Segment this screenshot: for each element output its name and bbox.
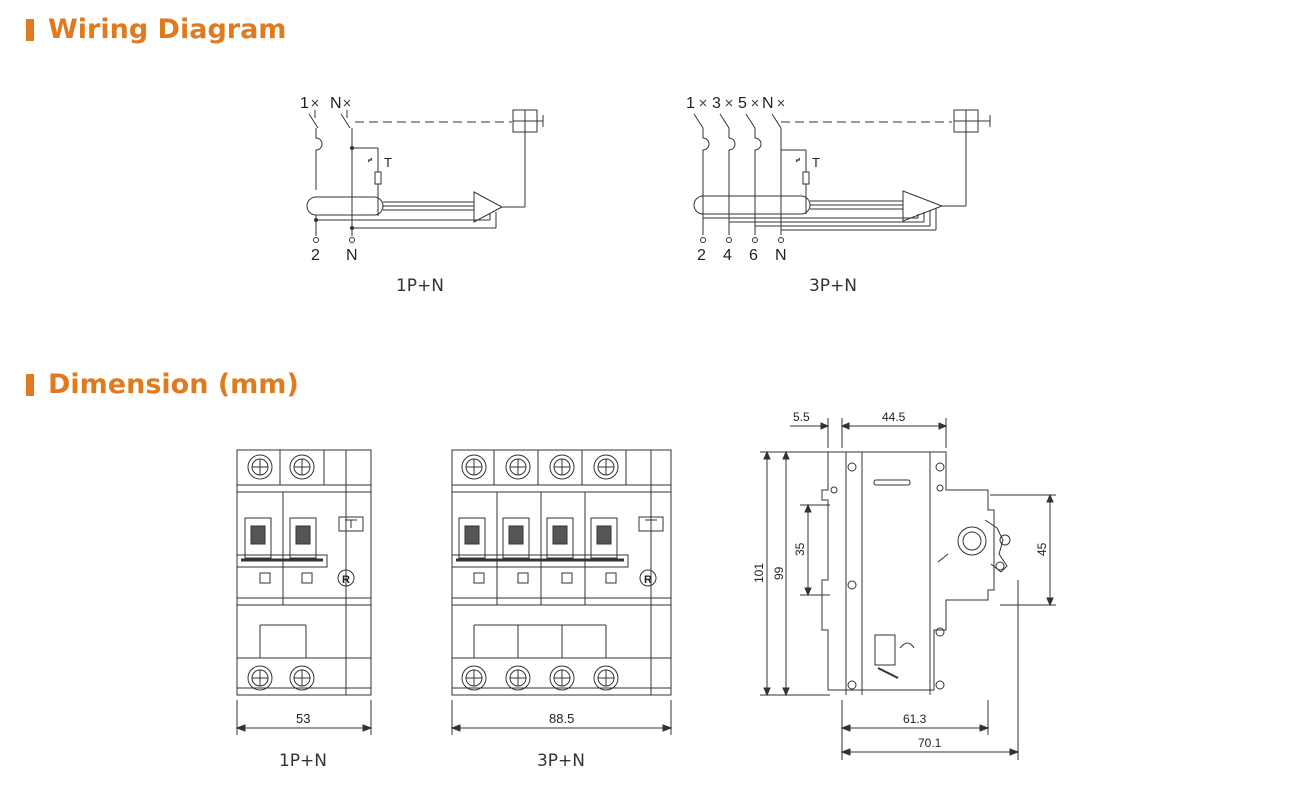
front-view-1p-n: R 53 [235,449,373,735]
dimension-label: 44.5 [882,410,906,424]
registered-mark: R [342,574,350,586]
registered-mark: R [644,574,652,586]
dimension-caption-1p-n: 1P+N [278,751,328,771]
screw-terminal [461,454,619,691]
terminal-label-bottom: 2 [697,247,706,264]
dimension-label: 70.1 [918,736,942,750]
wiring-diagram-title: Wiring Diagram [48,14,287,45]
dimension-label: 35 [793,542,807,556]
screw-terminal [247,454,315,691]
test-button-label: T [384,155,392,170]
side-view: 5.5 44.5 101 99 35 45 61.3 70.1 [752,410,1056,760]
wiring-caption-3p-n: 3P+N [808,276,858,296]
terminal-label-top: N [762,95,774,112]
width-dimension: 53 [296,711,310,726]
terminal-label-bottom: 2 [311,247,320,264]
front-view-3p-n: R 88.5 [450,449,673,735]
dimension-label: 101 [752,563,766,583]
heading-accent-bar [26,373,34,396]
terminal-label-bottom: N [346,247,358,264]
wiring-diagram-heading: Wiring Diagram [26,14,286,45]
terminal-label-bottom: 4 [723,247,732,264]
dimension-caption-3p-n: 3P+N [536,751,586,771]
dimension-label: 61.3 [903,712,927,726]
dimension-title: Dimension (mm) [48,369,299,400]
terminal-label-bottom: 6 [749,247,758,264]
wiring-caption-1p-n: 1P+N [395,276,445,296]
terminal-label-top: 3 [712,95,721,112]
width-dimension: 88.5 [549,711,574,726]
wiring-diagram-3p-n: 1 3 5 N T [686,95,991,264]
dimension-label: 5.5 [793,410,810,424]
dimension-label: 45 [1035,542,1049,556]
terminal-label-top: N [330,95,342,112]
terminal-label-top: 1 [686,95,695,112]
terminal-label-top: 1 [300,95,309,112]
dimension-heading: Dimension (mm) [26,369,299,400]
wiring-diagram-1p-n: 1 N T 2 N [300,95,544,264]
dimension-label: 99 [772,566,786,580]
terminal-label-top: 5 [738,95,747,112]
test-button-label: T [812,155,820,170]
terminal-label-bottom: N [775,247,787,264]
heading-accent-bar [26,18,34,41]
